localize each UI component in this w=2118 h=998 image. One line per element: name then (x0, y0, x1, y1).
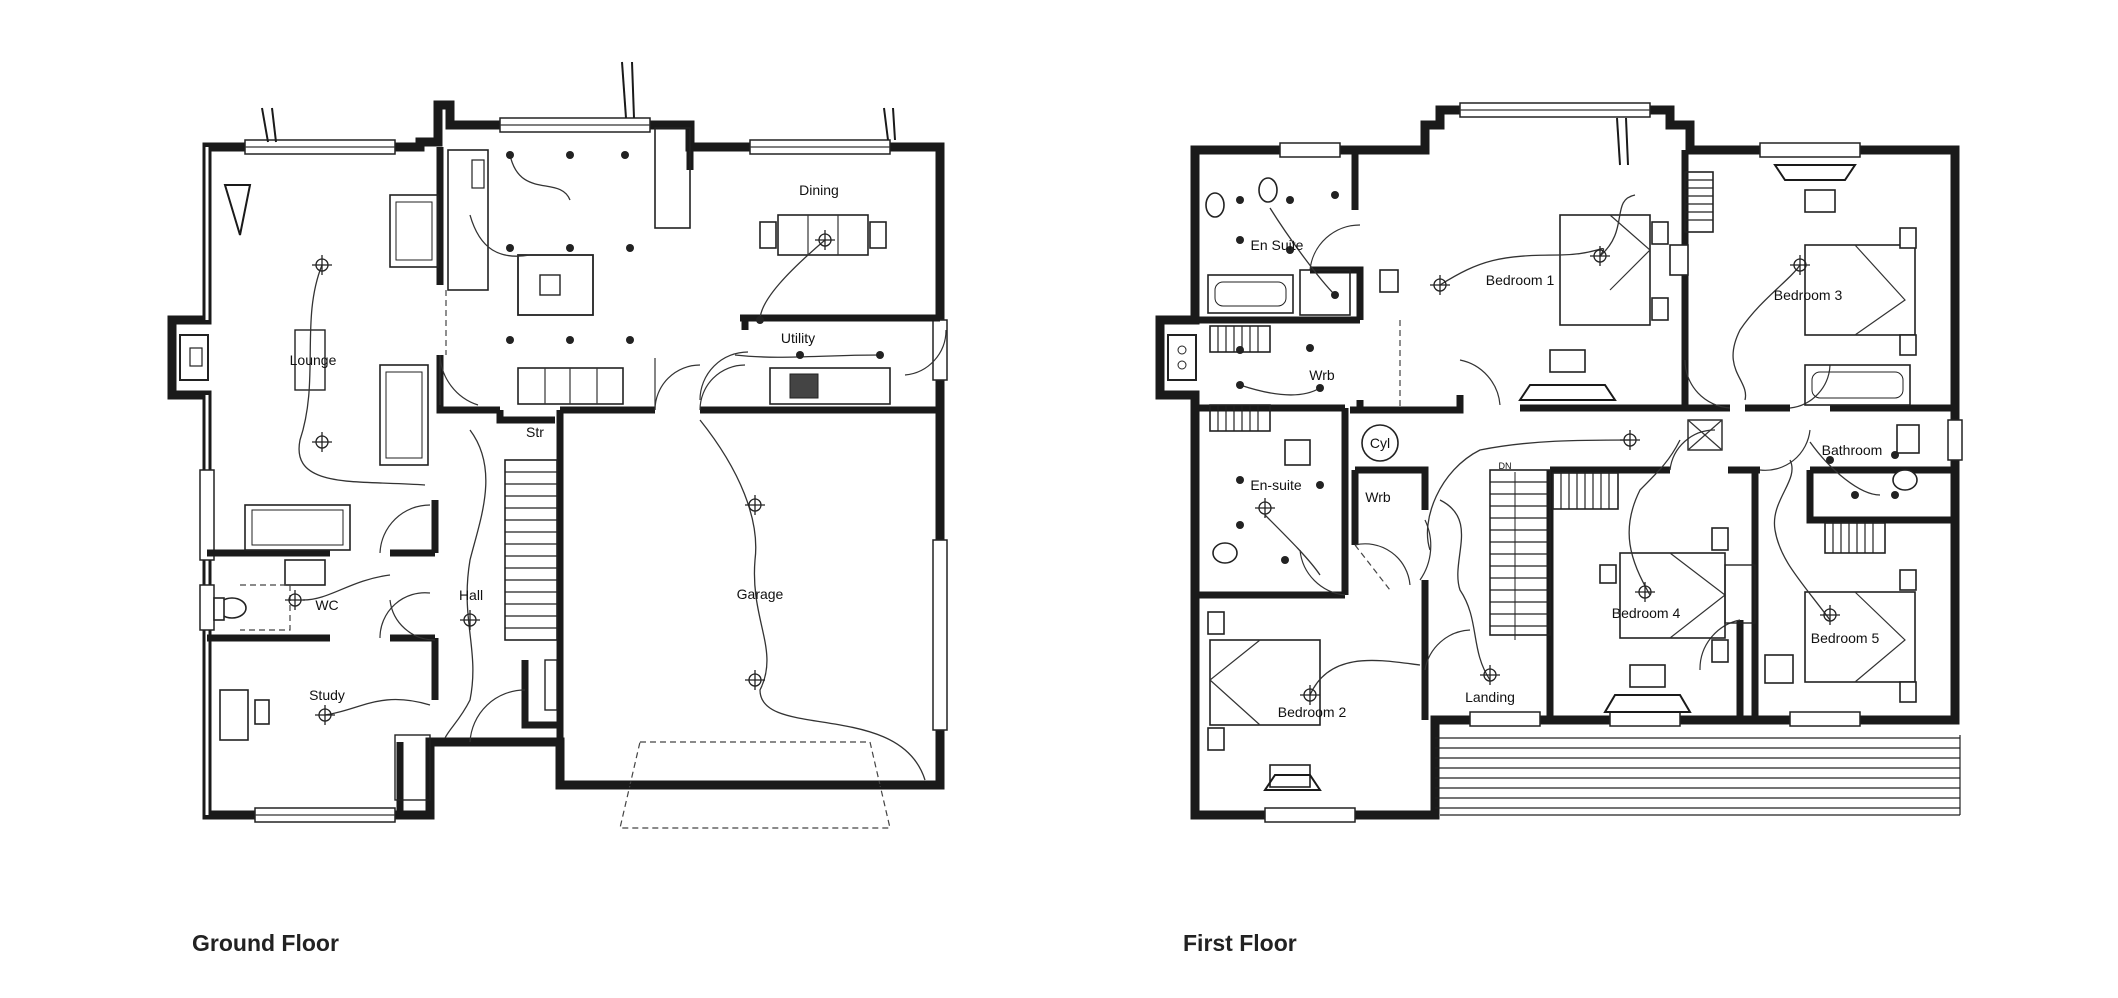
room-label-garage: Garage (737, 586, 784, 602)
ground-floor-ceiling-lights (506, 151, 884, 359)
ground-floor-outer-wall (167, 100, 945, 820)
first-floor-ceiling-lights (1236, 191, 1899, 564)
first-floor-plan: En Suite Bedroom 1 Bedroom 3 Wrb Cyl Bat… (1155, 102, 1963, 823)
first-floor-outer-wall (1155, 105, 1960, 820)
room-label-wc: WC (315, 597, 338, 613)
first-floor-bathroom-fixtures (1205, 177, 1920, 564)
room-label-bedroom-2: Bedroom 2 (1278, 704, 1347, 720)
room-label-wrb-2: Wrb (1365, 489, 1391, 505)
room-label-lounge: Lounge (290, 352, 337, 368)
kitchen-units (447, 127, 891, 405)
ground-floor-internal-walls (207, 125, 940, 815)
room-label-wrb-1: Wrb (1309, 367, 1335, 383)
floor-title-first: First Floor (1183, 930, 1297, 956)
bath-tub-bathroom (1804, 364, 1911, 406)
first-floor-wiring (1239, 194, 1881, 696)
room-label-bedroom-4: Bedroom 4 (1612, 605, 1681, 621)
bed-bedroom-3 (1804, 244, 1916, 336)
room-label-bedroom-3: Bedroom 3 (1774, 287, 1843, 303)
first-floor-windows (1264, 102, 1963, 823)
ground-floor-windows (199, 61, 948, 823)
room-label-en-suite-2: En-suite (1250, 477, 1302, 493)
room-label-bathroom: Bathroom (1822, 442, 1883, 458)
kitchen-island (517, 254, 594, 316)
kitchen-sink-icon (539, 274, 561, 296)
room-label-bedroom-1: Bedroom 1 (1486, 272, 1555, 288)
garage-door-swing (619, 741, 891, 829)
first-floor-doors (1299, 224, 1831, 671)
room-label-bedroom-5: Bedroom 5 (1811, 630, 1880, 646)
dining-table (759, 214, 887, 256)
first-floor-furniture (1263, 164, 1857, 791)
first-floor-balcony (1435, 735, 1961, 816)
room-label-landing: Landing (1465, 689, 1515, 705)
room-label-dining: Dining (799, 182, 839, 198)
hot-water-cylinder (1361, 424, 1399, 462)
bed-bedroom-5 (1804, 591, 1916, 683)
room-label-str: Str (526, 424, 544, 440)
ground-floor-plan: Dining Lounge Utility Str Garage WC Hall… (167, 61, 948, 829)
room-label-en-suite-1: En Suite (1251, 237, 1304, 253)
lounge-fireplace (179, 334, 209, 381)
room-label-hall: Hall (459, 587, 483, 603)
bed-bedroom-2 (1209, 639, 1321, 726)
study-furniture (219, 689, 431, 801)
loft-hatch (1687, 419, 1723, 451)
first-floor-staircase (1489, 469, 1551, 640)
stair-direction-label: DN (1499, 461, 1512, 471)
lounge-furniture (223, 184, 439, 551)
first-floor-chimney (1167, 334, 1197, 381)
wc-fixtures (213, 559, 326, 631)
room-label-cyl: Cyl (1370, 435, 1390, 451)
wardrobe-hatching (1209, 171, 1886, 554)
room-label-study: Study (309, 687, 345, 703)
bed-bedroom-1 (1559, 214, 1651, 326)
floor-title-ground: Ground Floor (192, 930, 339, 956)
room-label-utility: Utility (781, 330, 815, 346)
ground-floor-staircase (504, 459, 558, 711)
bath-tub-en-suite (1207, 274, 1294, 314)
first-floor-pendant-lights (1255, 246, 1840, 705)
ground-floor-pendant-lights (285, 230, 835, 725)
ground-floor-wiring (298, 154, 926, 781)
ground-floor-doors (379, 329, 947, 743)
